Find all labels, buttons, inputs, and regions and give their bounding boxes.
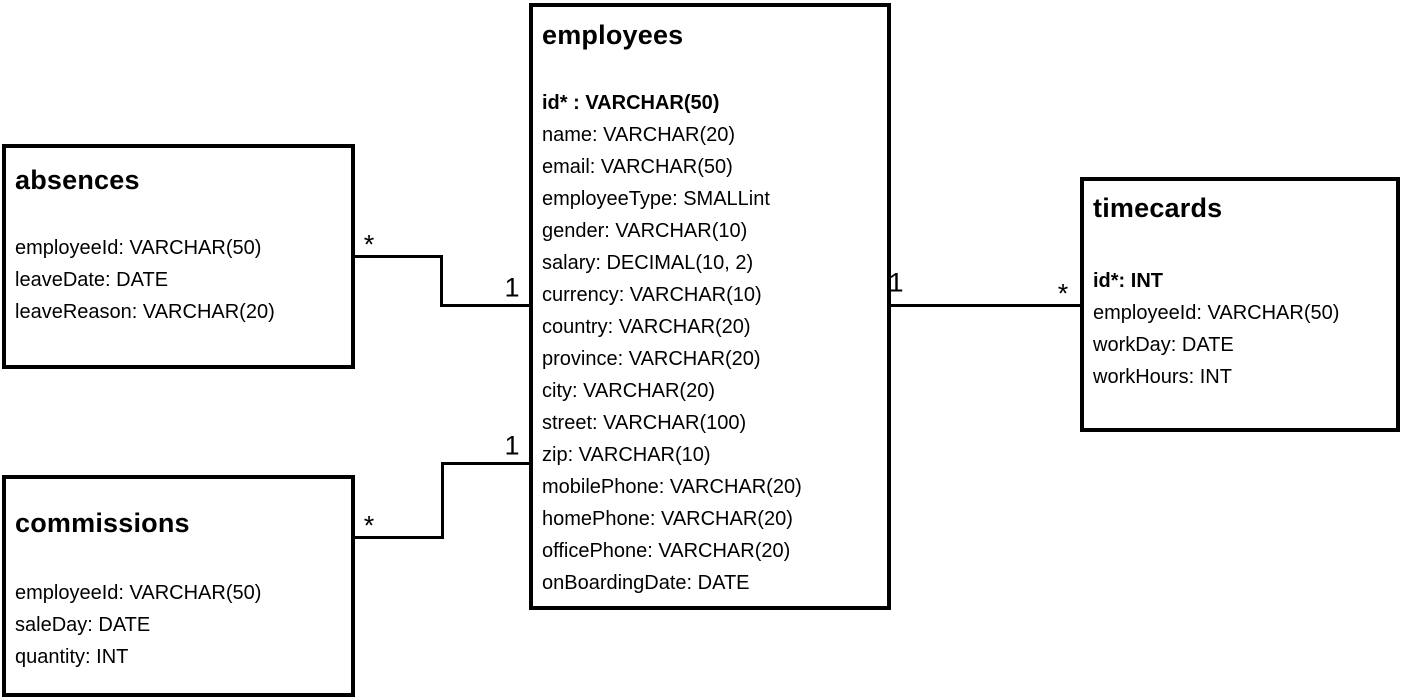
entity-field: homePhone: VARCHAR(20) xyxy=(542,508,793,530)
multiplicity-label-employees-one: 1 xyxy=(888,267,904,298)
entity-field: gender: VARCHAR(10) xyxy=(542,220,748,242)
entity-field: onBoardingDate: DATE xyxy=(542,572,750,594)
entity-title: commissions xyxy=(15,508,190,538)
entity-field: workDay: DATE xyxy=(1093,334,1234,356)
multiplicity-label-timecards-many: * xyxy=(1057,278,1069,309)
entity-field: employeeId: VARCHAR(50) xyxy=(1093,302,1340,324)
entity-title: timecards xyxy=(1093,193,1223,223)
multiplicity-label-employees-one: 1 xyxy=(504,430,520,461)
edge-absences-employees-segment xyxy=(440,255,443,307)
entity-title: employees xyxy=(542,20,684,50)
edge-absences-employees-segment xyxy=(355,255,443,258)
entity-field: currency: VARCHAR(10) xyxy=(542,284,762,306)
entity-employees[interactable]: employees id* : VARCHAR(50) name: VARCHA… xyxy=(529,3,891,610)
entity-title: absences xyxy=(15,165,140,195)
entity-absences[interactable]: absences employeeId: VARCHAR(50) leaveDa… xyxy=(2,144,355,369)
entity-field: saleDay: DATE xyxy=(15,614,151,636)
entity-field: employeeId: VARCHAR(50) xyxy=(15,582,262,604)
entity-field-list: id* : VARCHAR(50) name: VARCHAR(20) emai… xyxy=(542,87,878,599)
entity-field-primary-key: id* : VARCHAR(50) xyxy=(542,92,720,114)
entity-field: leaveReason: VARCHAR(20) xyxy=(15,301,275,323)
entity-timecards[interactable]: timecards id*: INT employeeId: VARCHAR(5… xyxy=(1080,177,1400,432)
entity-field: mobilePhone: VARCHAR(20) xyxy=(542,476,802,498)
entity-field: workHours: INT xyxy=(1093,366,1232,388)
entity-field: officePhone: VARCHAR(20) xyxy=(542,540,791,562)
entity-field-list: id*: INT employeeId: VARCHAR(50) workDay… xyxy=(1093,265,1387,393)
entity-field: zip: VARCHAR(10) xyxy=(542,444,711,466)
entity-field-list: employeeId: VARCHAR(50) saleDay: DATE qu… xyxy=(15,577,342,673)
edge-absences-employees-segment xyxy=(440,304,529,307)
entity-field: employeeId: VARCHAR(50) xyxy=(15,237,262,259)
edge-employees-timecards-segment xyxy=(891,304,1080,307)
multiplicity-label-employees-one: 1 xyxy=(504,272,520,303)
entity-field: employeeType: SMALLint xyxy=(542,188,770,210)
entity-field: email: VARCHAR(50) xyxy=(542,156,733,178)
entity-field-list: employeeId: VARCHAR(50) leaveDate: DATE … xyxy=(15,232,342,328)
edge-commissions-employees-segment xyxy=(355,536,444,539)
entity-commissions[interactable]: commissions employeeId: VARCHAR(50) sale… xyxy=(2,475,355,697)
entity-field-primary-key: id*: INT xyxy=(1093,270,1163,292)
entity-field: city: VARCHAR(20) xyxy=(542,380,715,402)
entity-field: province: VARCHAR(20) xyxy=(542,348,761,370)
entity-field: salary: DECIMAL(10, 2) xyxy=(542,252,754,274)
entity-field: leaveDate: DATE xyxy=(15,269,169,291)
entity-field: name: VARCHAR(20) xyxy=(542,124,736,146)
entity-field: quantity: INT xyxy=(15,646,129,668)
entity-field: street: VARCHAR(100) xyxy=(542,412,747,434)
edge-commissions-employees-segment xyxy=(441,462,529,465)
edge-commissions-employees-segment xyxy=(441,462,444,539)
multiplicity-label-commissions-many: * xyxy=(363,510,375,541)
entity-field: country: VARCHAR(20) xyxy=(542,316,751,338)
multiplicity-label-absences-many: * xyxy=(363,229,375,260)
